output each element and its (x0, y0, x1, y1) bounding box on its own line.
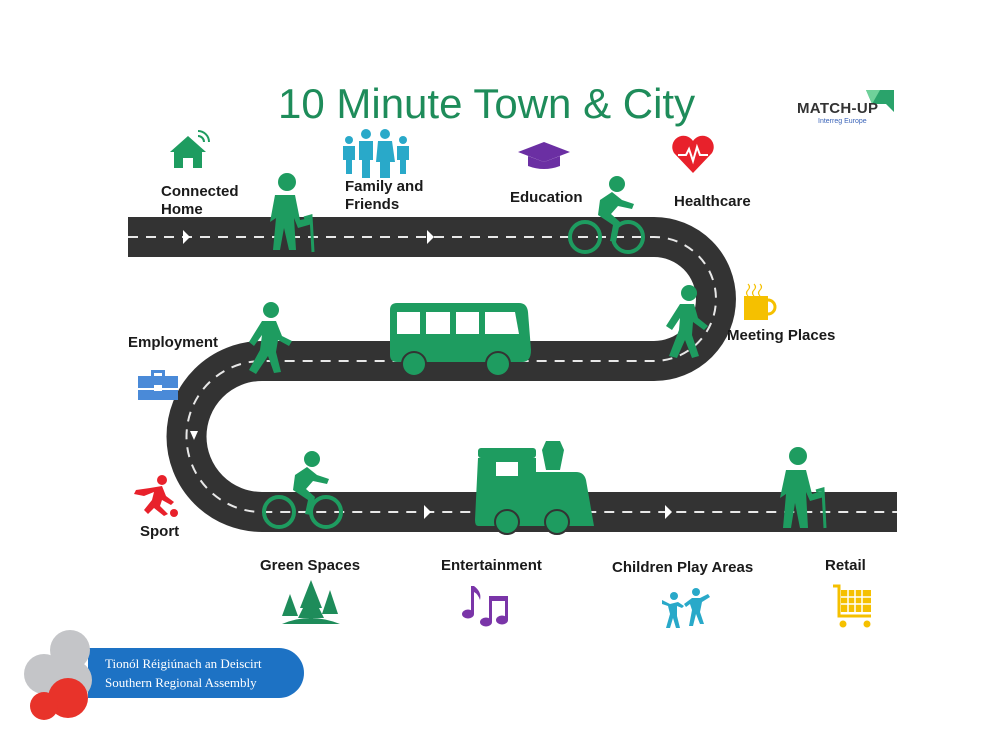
music-notes-icon (462, 586, 508, 627)
logo-line-irish: Tionól Réigiúnach an Deiscirt (105, 656, 262, 671)
match-up-name: MATCH-UP (797, 100, 879, 117)
direction-arrow-icon (427, 230, 434, 244)
bus-icon (390, 303, 531, 377)
match-up-arrow-icon (866, 90, 894, 112)
healthcare-label: Healthcare (674, 193, 751, 210)
train-icon (475, 441, 594, 535)
direction-arrow-icon (190, 431, 198, 440)
direction-arrow-icon (665, 505, 672, 519)
family-icon (343, 129, 409, 178)
cloud-logo-icon (24, 630, 92, 720)
logo-pill (88, 648, 304, 698)
football-player-icon (134, 475, 178, 517)
children-playing-icon (662, 588, 710, 628)
briefcase-icon (138, 370, 178, 400)
road-center-line (128, 236, 897, 513)
shopping-cart-icon (833, 584, 871, 628)
family-friends-label: Family and Friends (345, 178, 424, 213)
connected-home-label: Connected Home (161, 183, 239, 218)
elderly-walker-icon (780, 447, 827, 529)
entertainment-label: Entertainment (441, 557, 542, 574)
match-up-subtitle: Interreg Europe (818, 118, 867, 125)
cyclist-icon (568, 176, 645, 254)
walker-icon (249, 302, 292, 374)
education-label: Education (510, 189, 583, 206)
wifi-house-icon (170, 130, 210, 168)
page-title: 10 Minute Town & City (278, 80, 696, 127)
direction-arrow-icon (183, 230, 190, 244)
retail-label: Retail (825, 557, 866, 574)
sport-label: Sport (140, 523, 180, 540)
coffee-mug-icon (744, 283, 777, 320)
graduation-cap-icon (518, 142, 570, 169)
employment-label: Employment (128, 334, 219, 351)
logo-line-english: Southern Regional Assembly (105, 675, 257, 690)
direction-arrow-icon (424, 505, 431, 519)
green-spaces-label: Green Spaces (260, 557, 361, 574)
trees-icon (282, 580, 340, 624)
children-play-areas-label: Children Play Areas (612, 559, 754, 576)
elderly-walker-icon (270, 173, 315, 253)
cyclist-icon (262, 451, 343, 529)
walker-icon (666, 285, 708, 358)
meeting-places-label: Meeting Places (727, 327, 836, 344)
heart-pulse-icon (672, 135, 714, 173)
